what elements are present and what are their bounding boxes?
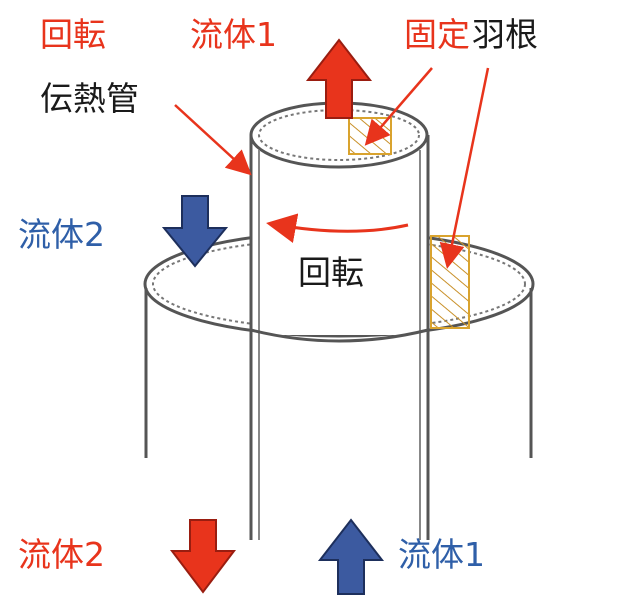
fluid1-top-label: 流体1 [190, 15, 277, 54]
fluid2-out-arrow [169, 519, 237, 594]
fluid1-bottom-label: 流体1 [398, 535, 485, 574]
fluid2-in-arrow [161, 195, 229, 268]
vane-pointer-outer [439, 67, 490, 269]
rotation-arrow [266, 213, 409, 244]
fluid1-in-arrow [317, 518, 385, 595]
rotation-label-top: 回転 [40, 15, 106, 54]
vane-pointer-top [364, 67, 433, 146]
heat-tube-label: 伝熱管 [40, 79, 139, 118]
heat-tube-pointer [174, 104, 252, 176]
fluid2-left-label: 流体2 [18, 215, 105, 254]
fixed-label: 固定 [404, 15, 470, 54]
fluid1-out-arrow [305, 38, 373, 119]
vanes-label: 羽根 [472, 15, 538, 54]
inner-tube [249, 101, 430, 540]
rotation-center-label: 回転 [298, 253, 364, 292]
fluid2-bottom-label: 流体2 [18, 535, 105, 574]
